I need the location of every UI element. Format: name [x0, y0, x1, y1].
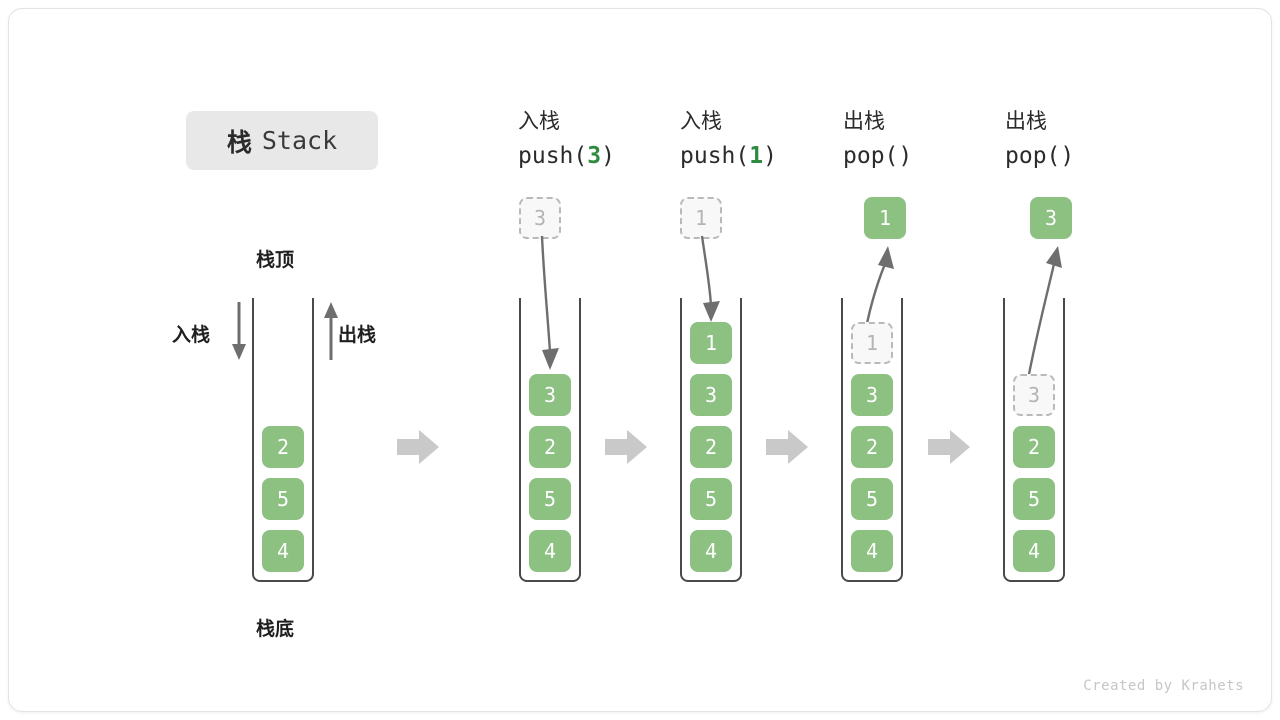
stack-cell: 4 — [851, 530, 893, 572]
push-motion-arrow-icon — [540, 235, 559, 370]
stage-header-push-3: 入栈 push(3) — [518, 106, 615, 174]
code-prefix: push( — [518, 142, 588, 169]
stack-container-pop-3 — [1003, 298, 1065, 582]
stack-cell: 5 — [262, 478, 304, 520]
stage-header-code: pop() — [843, 142, 913, 169]
diagram-title-cn: 栈 — [226, 128, 252, 157]
stack-cell: 5 — [851, 478, 893, 520]
diagram-title-en: Stack — [261, 126, 338, 155]
code-suffix: ) — [763, 142, 777, 169]
stage-separator-arrow-icon — [397, 430, 439, 464]
stage-header-code: pop() — [1005, 142, 1075, 169]
stack-cell: 2 — [851, 426, 893, 468]
stack-cell: 2 — [1013, 426, 1055, 468]
stack-cell: 3 — [851, 374, 893, 416]
external-cell-popped: 1 — [864, 197, 906, 239]
stack-cell: 4 — [1013, 530, 1055, 572]
pop-up-arrow-icon — [324, 302, 338, 360]
stage-header-cn: 出栈 — [843, 110, 885, 133]
stage-header-cn: 入栈 — [680, 110, 722, 133]
stage-header-cn: 入栈 — [518, 110, 560, 133]
stack-container-push-3 — [519, 298, 581, 582]
external-cell-ghost: 1 — [680, 197, 722, 239]
stack-cell: 2 — [690, 426, 732, 468]
stack-cell: 4 — [262, 530, 304, 572]
stage-header-pop-1: 出栈 pop() — [843, 106, 912, 174]
code-prefix: push( — [680, 142, 750, 169]
push-direction-label: 入栈 — [172, 325, 211, 346]
stage-header-cn: 出栈 — [1005, 110, 1047, 133]
stack-cell: 5 — [529, 478, 571, 520]
external-cell-ghost: 3 — [519, 197, 561, 239]
external-cell-popped: 3 — [1030, 197, 1072, 239]
stack-cell: 4 — [690, 530, 732, 572]
code-argument: 3 — [587, 142, 602, 169]
code-suffix: ) — [601, 142, 615, 169]
push-motion-arrow-icon — [700, 235, 720, 322]
stack-cell-ghost: 3 — [1013, 374, 1055, 416]
stage-header-code: push(3) — [518, 139, 615, 175]
stage-header-push-1: 入栈 push(1) — [680, 106, 777, 174]
stack-container-initial — [252, 298, 314, 582]
code-argument: 1 — [749, 142, 764, 169]
stack-cell: 2 — [262, 426, 304, 468]
stack-cell-ghost: 1 — [851, 322, 893, 364]
push-down-arrow-icon — [232, 302, 246, 360]
stage-header-pop-3: 出栈 pop() — [1005, 106, 1074, 174]
stack-container-push-1 — [680, 298, 742, 582]
stack-cell: 2 — [529, 426, 571, 468]
stage-separator-arrow-icon — [605, 430, 647, 464]
stack-cell: 5 — [1013, 478, 1055, 520]
stack-container-pop-1 — [841, 298, 903, 582]
stack-cell: 1 — [690, 322, 732, 364]
stack-cell: 5 — [690, 478, 732, 520]
credit-text: Created by Krahets — [1083, 678, 1244, 694]
diagram-title-badge: 栈 Stack — [186, 111, 378, 170]
stack-cell: 4 — [529, 530, 571, 572]
stack-cell: 3 — [529, 374, 571, 416]
stack-cell: 3 — [690, 374, 732, 416]
stack-bottom-label: 栈底 — [256, 619, 295, 640]
pop-direction-label: 出栈 — [338, 325, 377, 346]
stage-separator-arrow-icon — [766, 430, 808, 464]
stage-separator-arrow-icon — [928, 430, 970, 464]
stack-top-label: 栈顶 — [256, 250, 295, 271]
stage-header-code: push(1) — [680, 139, 777, 175]
